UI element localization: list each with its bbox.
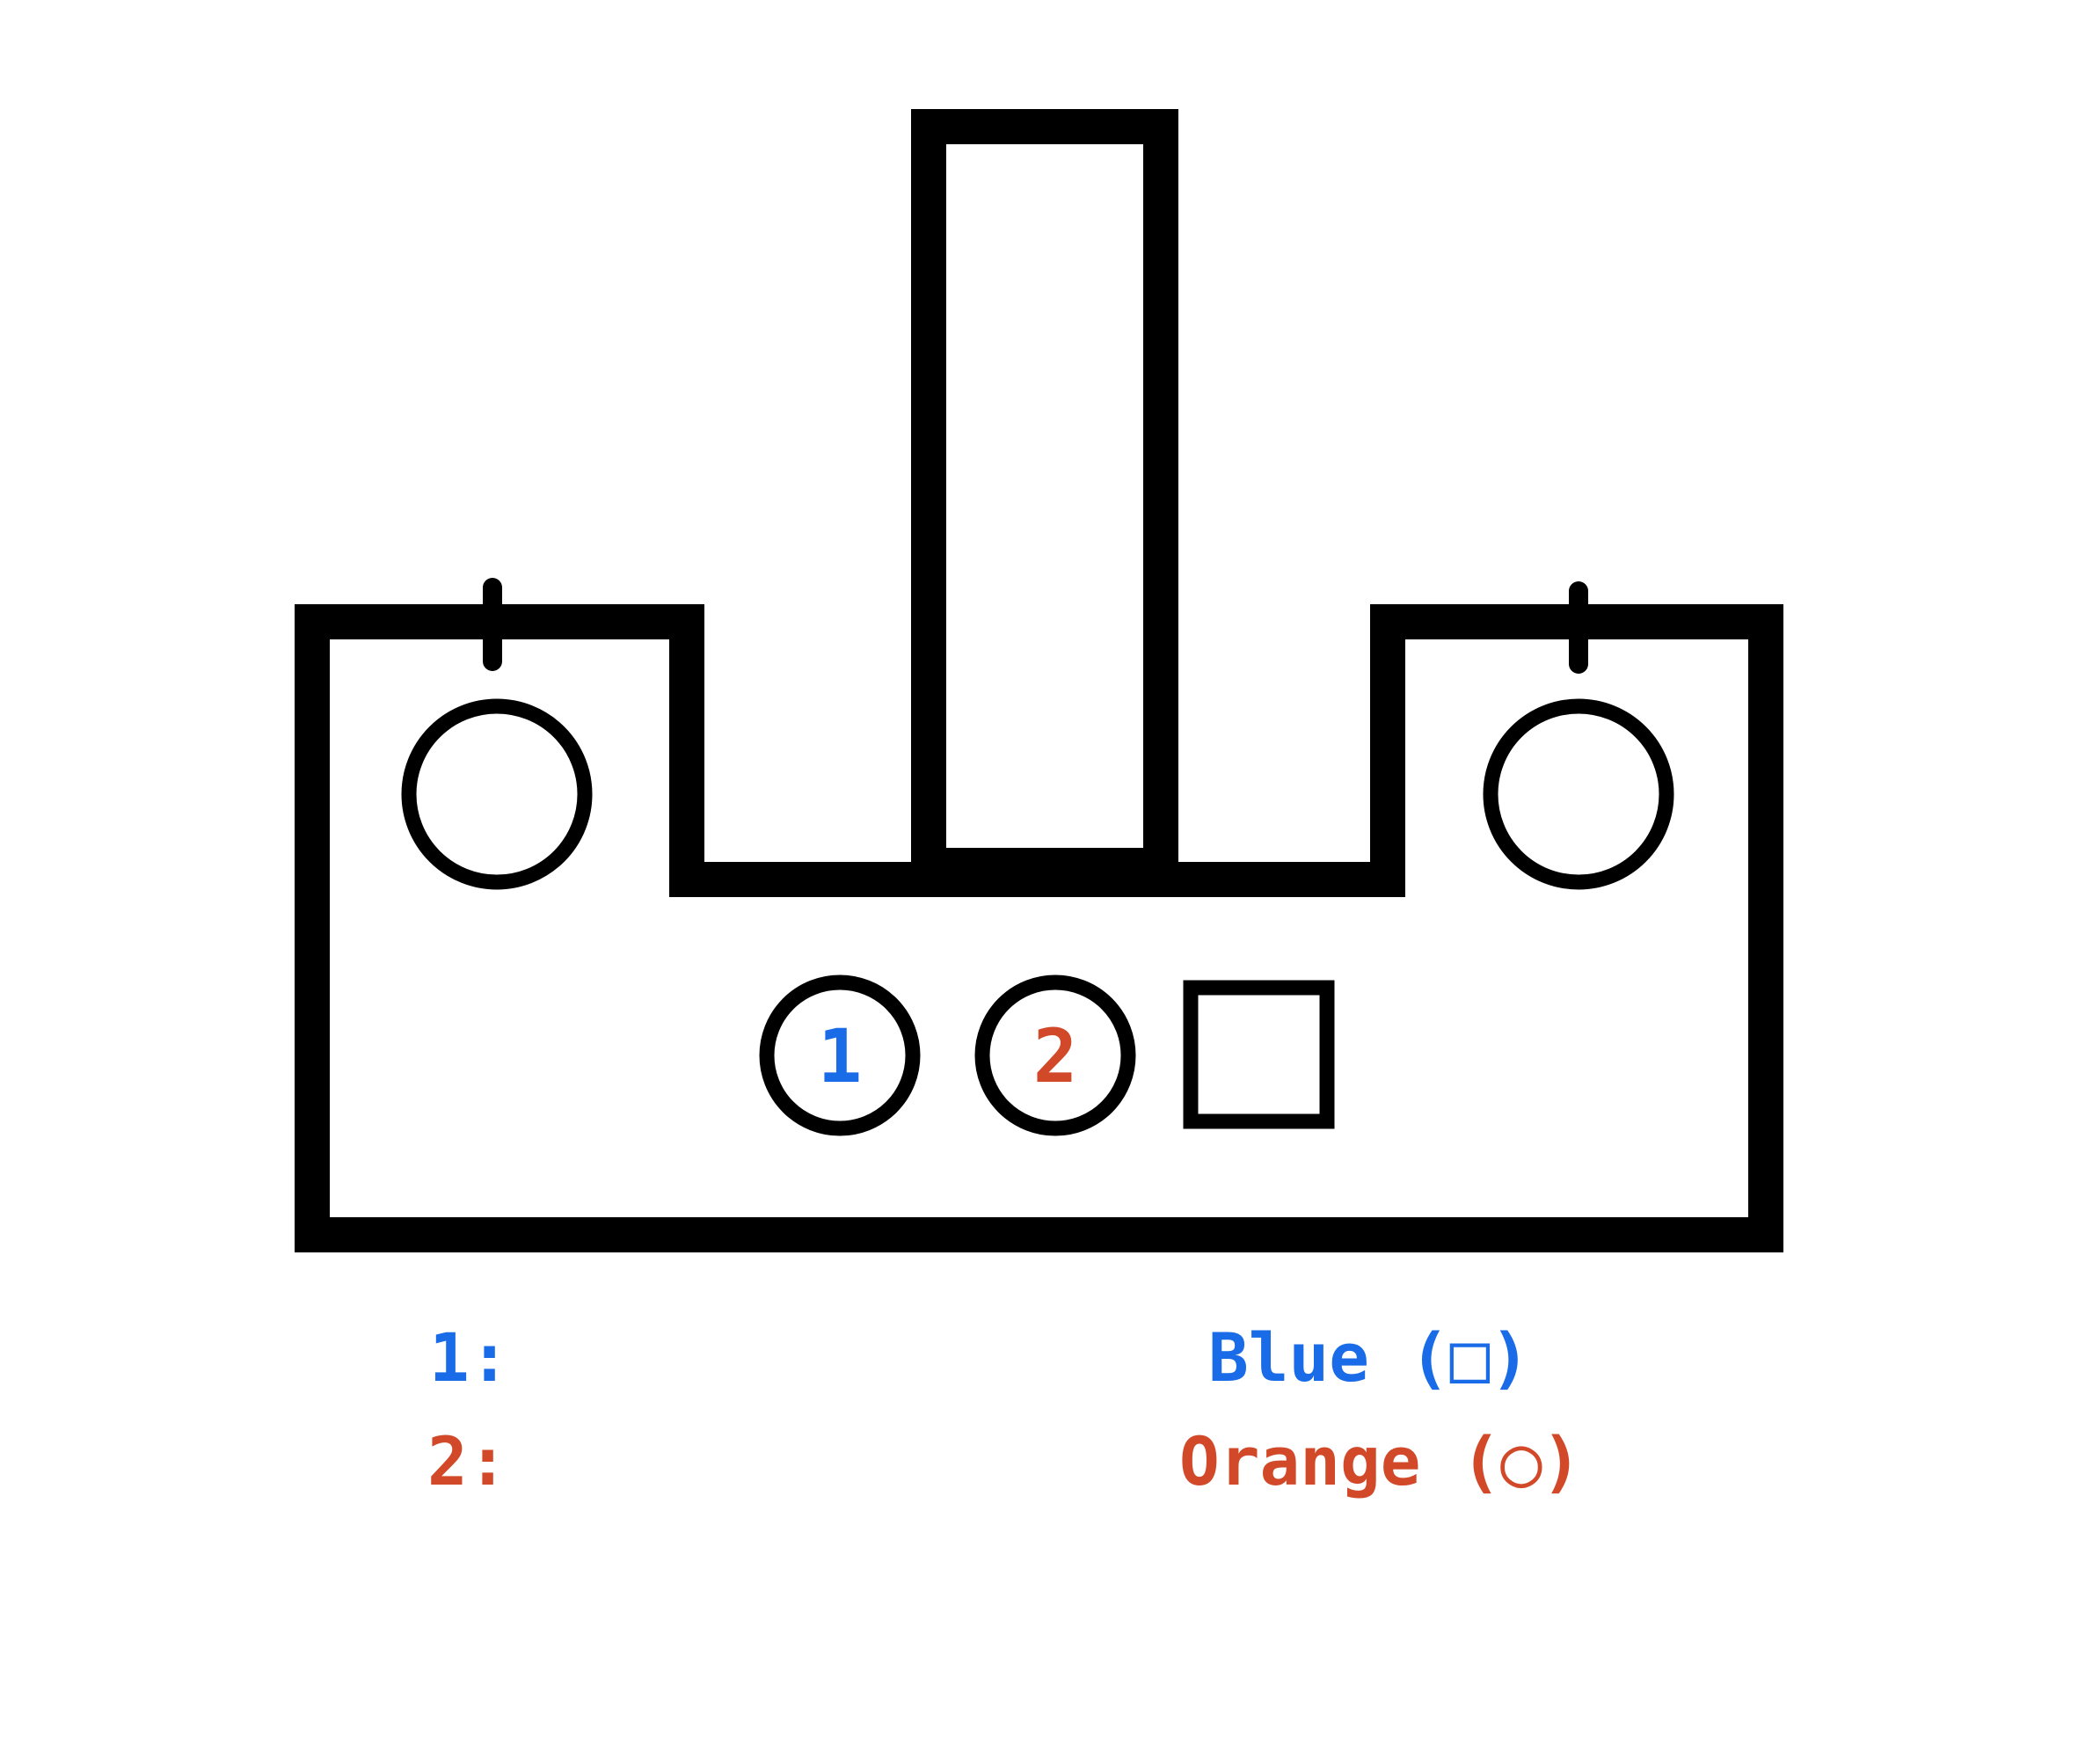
slot-2-circle: [974, 974, 1136, 1136]
legend-key-2: 2:: [427, 1422, 508, 1500]
center-post: [911, 109, 1178, 883]
legend-value-1: Blue (□): [1208, 1318, 1530, 1397]
square-slot: [1183, 980, 1335, 1129]
device-body-outline: [295, 604, 1783, 1252]
left-hole: [401, 698, 593, 890]
slot-1-circle: [759, 974, 921, 1136]
right-hole: [1483, 698, 1674, 890]
slot-2-label: 2: [1033, 1013, 1078, 1099]
slot-1-label: 1: [818, 1013, 863, 1099]
legend-key-1: 1:: [429, 1318, 510, 1397]
legend-value-2: Orange (◯): [1179, 1422, 1582, 1500]
